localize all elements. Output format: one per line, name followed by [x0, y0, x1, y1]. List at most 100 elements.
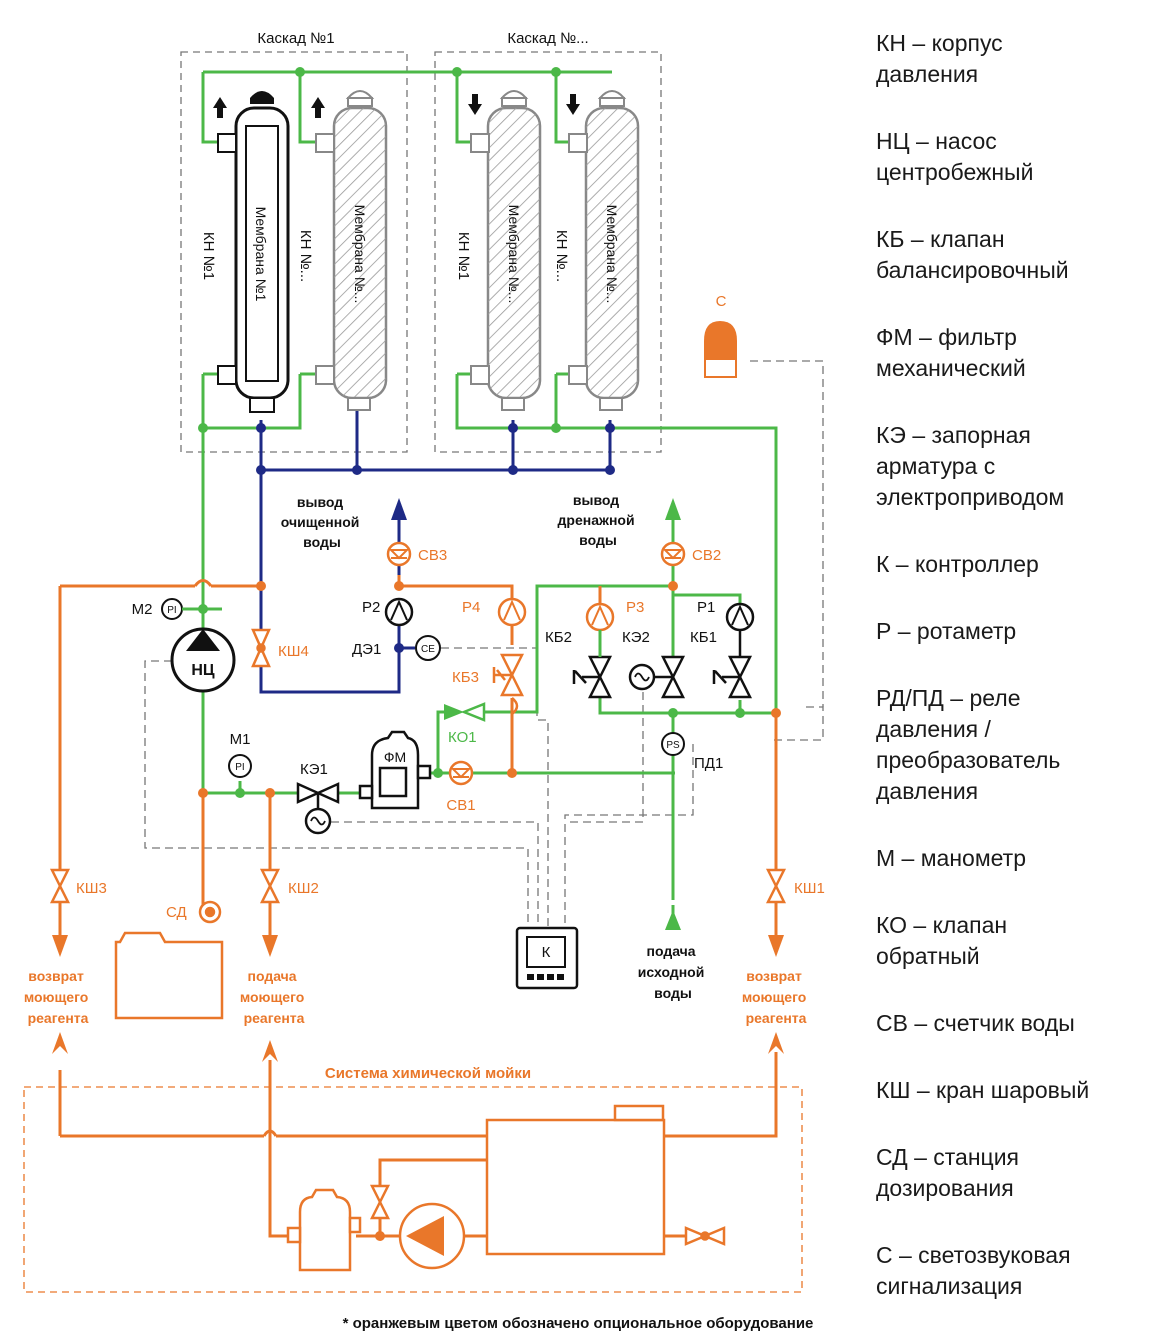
vessel-1-label: КН №1	[200, 232, 217, 280]
rotameter-p4	[497, 597, 527, 627]
rotameter-p1-label: Р1	[697, 599, 715, 616]
check-valve-ko1	[444, 702, 486, 722]
cip-valve-vertical	[369, 1184, 391, 1220]
pressure-sensor-pd1	[661, 732, 685, 756]
legend-item: СВ – счетчик воды	[876, 1010, 1075, 1036]
mechanical-filter-fm	[358, 730, 432, 810]
feed-inlet-line-2: исходной	[638, 964, 705, 980]
electric-valve-ke1-label: КЭ1	[300, 761, 328, 778]
water-meter-sv2	[660, 541, 686, 567]
return-reagent-right-label: возврат моющего реагента	[742, 968, 810, 1026]
balancing-valve-kb2-label: КБ2	[545, 629, 572, 646]
pipe-crossing-bridge	[193, 579, 213, 587]
cip-system-title: Система химической мойки	[325, 1065, 531, 1082]
balancing-valve-kb1	[712, 655, 753, 699]
process-diagram: Каскад №1 Каскад №... Система химической…	[23, 30, 825, 1293]
permeate-outlet-label: вывод очищенной воды	[281, 494, 364, 550]
cascade-1-boundary	[180, 51, 408, 453]
manometer-m1	[228, 754, 252, 778]
vessel-2-label: КН №...	[297, 230, 314, 282]
blue-junction-dots	[256, 423, 615, 653]
legend-item: ФМ – фильтр механический	[876, 324, 1026, 381]
electric-valve-ke2	[628, 655, 686, 699]
legend-item: НЦ – насос центробежный	[876, 128, 1034, 185]
orange-flow-arrows	[52, 935, 784, 1062]
ball-valve-ksh3	[49, 868, 71, 904]
water-meter-sv1	[448, 760, 474, 786]
pipe-crossing-bridge-2	[262, 1129, 278, 1137]
controller-signal-lines	[144, 360, 824, 928]
conductivity-sensor-de1-label: ДЭ1	[352, 641, 381, 658]
feed-inlet-line-1: подача	[647, 943, 696, 959]
return-reagent-left-1: возврат	[28, 968, 84, 984]
legend-item: КШ – кран шаровый	[876, 1077, 1090, 1103]
conductivity-sensor-ce: CE	[421, 644, 435, 655]
pressure-vessel-4	[568, 90, 640, 411]
footnote: * оранжевым цветом обозначено опциональн…	[342, 1315, 814, 1332]
feed-inlet-label: подача исходной воды	[638, 943, 708, 1001]
conductivity-sensor-de1	[415, 635, 441, 661]
balancing-valve-kb1-label: КБ1	[690, 629, 717, 646]
return-reagent-left-3: реагента	[28, 1010, 89, 1026]
ball-valve-ksh4-label: КШ4	[278, 643, 309, 660]
cip-tank	[485, 1104, 666, 1256]
alarm-signal-c	[704, 321, 737, 378]
rotameter-p2	[384, 597, 414, 627]
rotameter-p2-label: Р2	[362, 599, 380, 616]
balancing-valve-kb3-label: КБ3	[452, 669, 479, 686]
manometer-m1-label: М1	[230, 731, 251, 748]
vessel-4-label: КН №...	[553, 230, 570, 282]
drain-outlet-line-1: вывод	[573, 492, 619, 508]
electric-valve-ke1	[296, 782, 340, 835]
water-meter-sv3-label: СВ3	[418, 547, 447, 564]
ball-valve-ksh1	[765, 868, 787, 904]
water-meter-sv3	[386, 541, 412, 567]
rotameter-p1	[725, 602, 755, 632]
controller-k	[515, 926, 579, 990]
cascade-1-title: Каскад №1	[257, 30, 334, 47]
permeate-outlet-line-2: очищенной	[281, 514, 360, 530]
legend-item: М – манометр	[876, 845, 1026, 871]
orange-junction-dots	[198, 581, 781, 1241]
supply-reagent-2: моющего	[240, 989, 304, 1005]
drain-outlet-arrow	[665, 498, 681, 520]
cip-system-boundary	[23, 1086, 803, 1293]
legend: КН – корпус давления НЦ – насос центробеж…	[876, 28, 1146, 1302]
controller-k-label: К	[542, 944, 551, 961]
drain-outlet-line-3: воды	[579, 532, 617, 548]
supply-reagent-3: реагента	[244, 1010, 305, 1026]
supply-reagent-label: подача моющего реагента	[240, 968, 308, 1026]
water-meter-sv1-label: СВ1	[446, 797, 475, 814]
permeate-outlet-line-3: воды	[303, 534, 341, 550]
membrane-1-label: Мембрана №1	[253, 207, 269, 302]
return-reagent-left-2: моющего	[24, 989, 88, 1005]
pressure-vessel-1	[217, 91, 290, 413]
drain-outlet-label: вывод дренажной воды	[558, 492, 639, 548]
ball-valve-ksh4	[251, 628, 271, 668]
rotameter-p4-label: Р4	[462, 599, 480, 616]
mechanical-filter-fm-label: ФМ	[384, 749, 406, 765]
cascade-n-boundary	[434, 51, 662, 453]
return-reagent-right-1: возврат	[746, 968, 802, 984]
pressure-sensor-pd1-label: ПД1	[694, 755, 723, 772]
kb3-bypass	[511, 697, 519, 715]
electric-valve-ke2-label: КЭ2	[622, 629, 650, 646]
legend-item: КН – корпус давления	[876, 30, 1003, 87]
supply-reagent-1: подача	[248, 968, 297, 984]
legend-item: С – светозвуковая сигнализация	[876, 1242, 1071, 1299]
ball-valve-ksh2-label: КШ2	[288, 880, 319, 897]
legend-item: КО – клапан обратный	[876, 912, 1008, 969]
permeate-outlet-line-1: вывод	[297, 494, 343, 510]
alarm-signal-c-label: С	[716, 293, 727, 310]
membrane-3-label: Мембрана №...	[506, 205, 522, 304]
legend-item: К – контроллер	[876, 551, 1039, 577]
balancing-valve-kb3	[492, 653, 525, 697]
water-meter-sv2-label: СВ2	[692, 547, 721, 564]
legend-item: СД – станция дозирования	[876, 1144, 1019, 1201]
feed-inlet-line-3: воды	[654, 985, 692, 1001]
dosing-station-sd	[114, 900, 224, 1020]
vessel-3-label: КН №1	[455, 232, 472, 280]
membrane-2-label: Мембрана №...	[352, 205, 368, 304]
pump-nc-label: НЦ	[191, 662, 215, 679]
legend-item: КЭ – запорная арматура с электроприводом	[876, 422, 1065, 510]
